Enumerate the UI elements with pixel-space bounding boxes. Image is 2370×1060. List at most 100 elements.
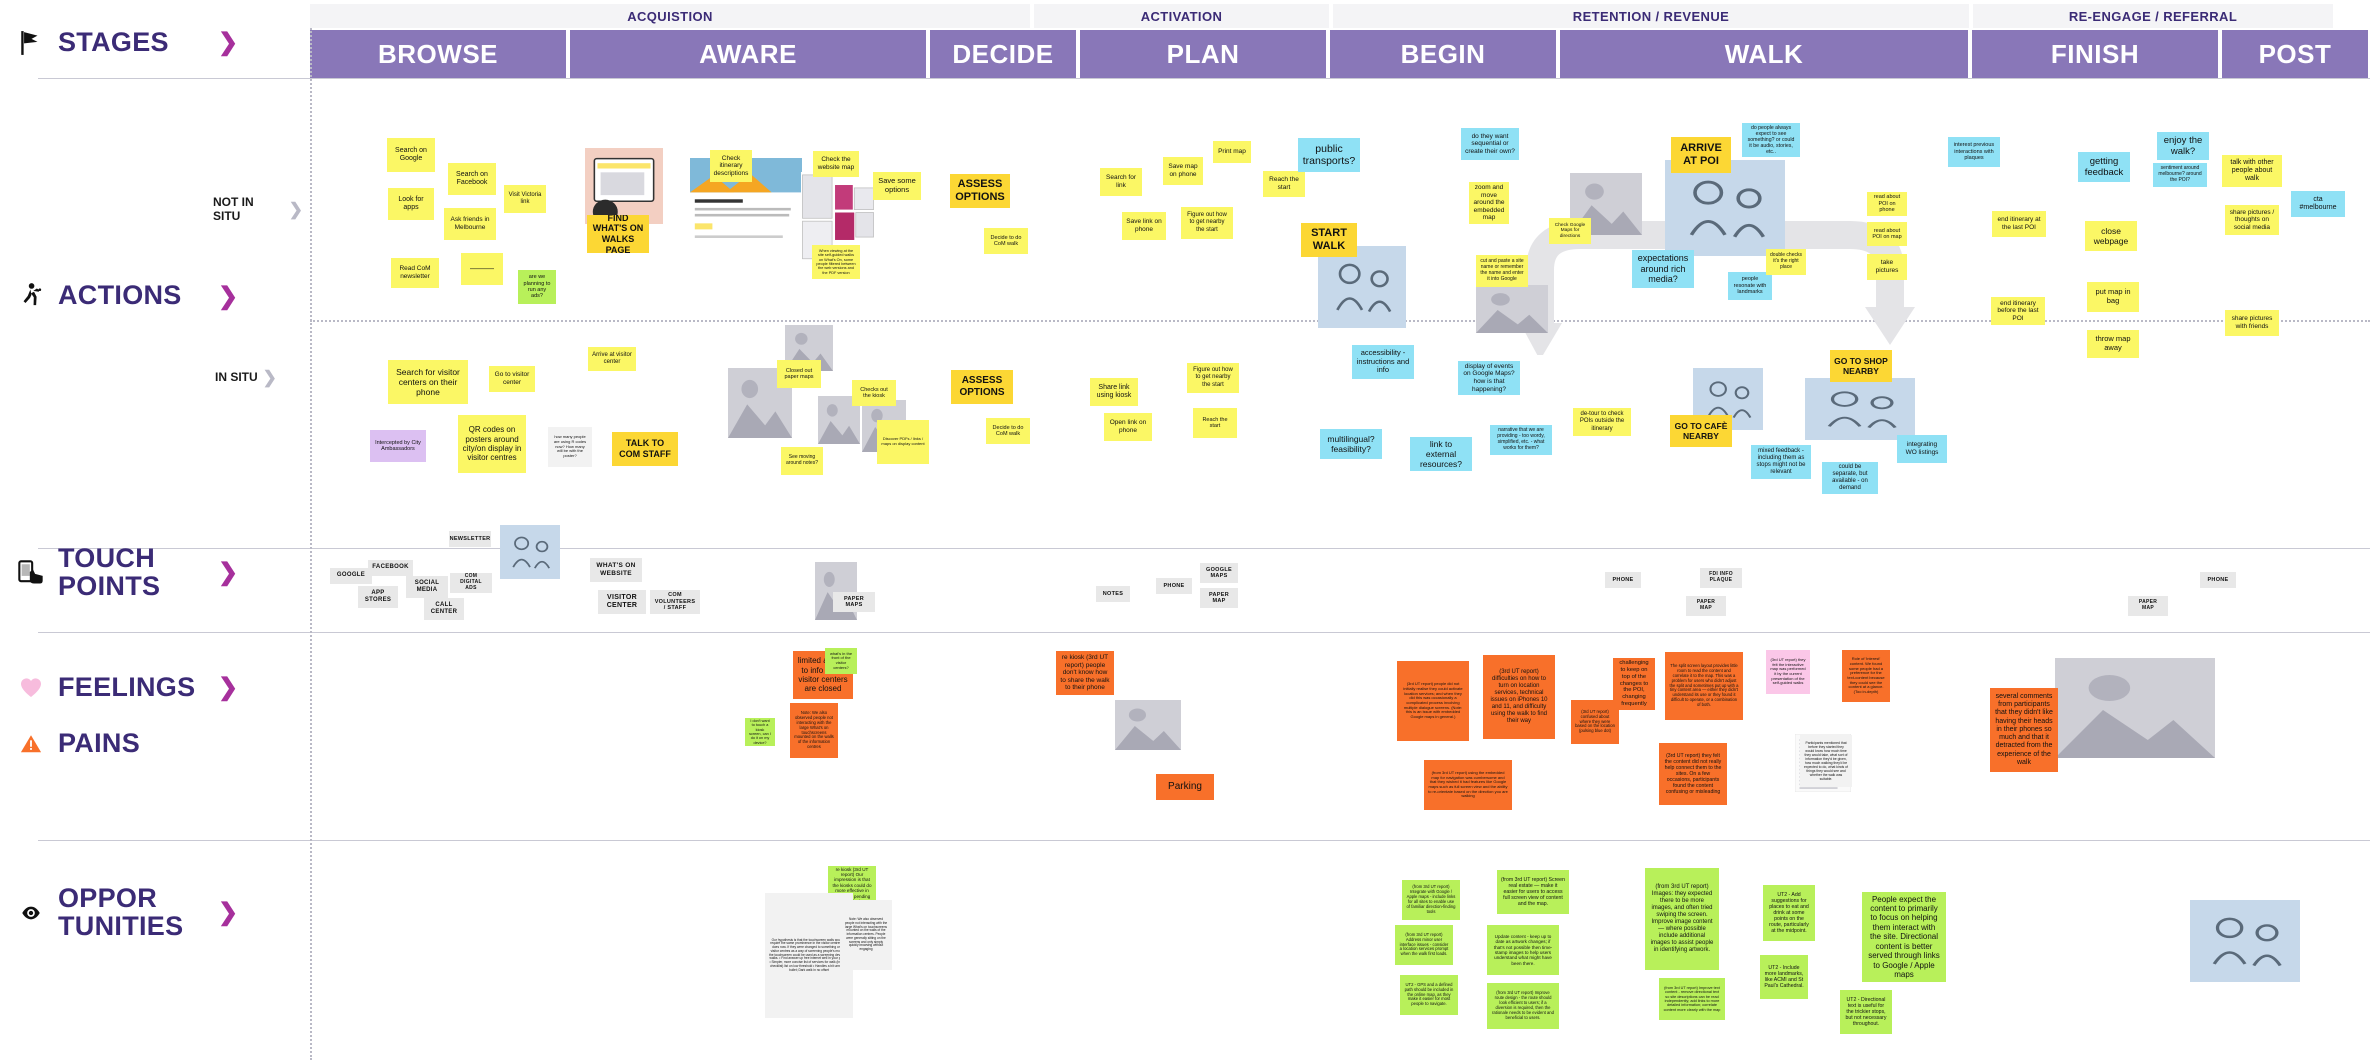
sticky-note[interactable]: Share link using kiosk: [1090, 378, 1138, 406]
sticky-note[interactable]: PHONE: [2200, 572, 2236, 588]
sticky-note[interactable]: (from 3rd UT report) Screen real estate …: [1497, 870, 1569, 914]
sticky-note[interactable]: (3rd UT report) difficulties on how to t…: [1483, 655, 1555, 739]
stage-header-post[interactable]: POST: [2222, 30, 2370, 78]
sticky-note[interactable]: Participants mentioned that before they …: [1800, 735, 1852, 787]
sticky-note[interactable]: PAPER MAP: [1200, 588, 1238, 608]
sticky-note[interactable]: GO TO CAFÈ NEARBY: [1670, 415, 1732, 447]
sticky-note[interactable]: UT2 - Directional text is useful for the…: [1840, 990, 1892, 1034]
sticky-note[interactable]: Search for link: [1100, 168, 1142, 196]
sticky-note[interactable]: (from 3rd UT report) Integrate with Goog…: [1402, 880, 1460, 920]
sticky-note[interactable]: Decide to do CoM walk: [984, 228, 1028, 254]
sticky-note[interactable]: Update content - keep up to date as artw…: [1487, 925, 1559, 975]
sticky-note[interactable]: end itinerary before the last POI: [1991, 297, 2045, 325]
sticky-note[interactable]: sentiment around melbourne? around the P…: [2153, 163, 2207, 187]
row-label-feelings[interactable]: FEELINGS❯: [14, 673, 299, 702]
sticky-note[interactable]: double checks it's the right place: [1766, 249, 1806, 275]
stage-header-aware[interactable]: AWARE: [570, 30, 928, 78]
sticky-note[interactable]: limited access to info when visitor cent…: [793, 651, 853, 699]
sticky-note[interactable]: share pictures with friends: [2225, 310, 2279, 336]
sticky-note[interactable]: START WALK: [1301, 223, 1357, 257]
sticky-note[interactable]: Figure out how to get nearby the start: [1187, 363, 1239, 393]
sticky-note[interactable]: When viewing at the site self-guided wal…: [812, 245, 860, 279]
sticky-note[interactable]: integrating WO listings: [1897, 435, 1947, 463]
sticky-note[interactable]: Check Google Maps for directions: [1549, 218, 1591, 244]
sticky-note[interactable]: mixed feedback - including them as stops…: [1751, 445, 1811, 479]
sticky-note[interactable]: Closed out paper maps: [777, 360, 821, 388]
sticky-note[interactable]: (from 3rd UT report) Improve text conten…: [1659, 978, 1725, 1020]
sticky-note[interactable]: The split screen layout provides little …: [1665, 652, 1743, 720]
sticky-note[interactable]: (3rd UT report) they felt the content di…: [1659, 743, 1727, 805]
sticky-note[interactable]: UT2 - GPS and a defined path should be i…: [1400, 975, 1458, 1015]
sticky-note[interactable]: GOOGLE: [330, 568, 372, 584]
sticky-note[interactable]: PAPER MAP: [2128, 596, 2168, 616]
sticky-note[interactable]: Arrive at visitor center: [588, 347, 636, 371]
sticky-note[interactable]: Go to visitor center: [489, 366, 535, 392]
chevron-right-icon[interactable]: ❯: [218, 899, 239, 927]
sticky-note[interactable]: do people always expect to see something…: [1742, 123, 1800, 157]
sticky-note[interactable]: Search for visitor centers on their phon…: [388, 360, 468, 404]
sticky-note[interactable]: read about POI on map: [1867, 222, 1907, 246]
sticky-note[interactable]: (from 3rd UT report) Images: they expect…: [1645, 868, 1719, 970]
sticky-note[interactable]: close webpage: [2085, 221, 2137, 251]
row-label-opportunities[interactable]: OPPOR TUNITIES❯: [14, 884, 299, 940]
sticky-note[interactable]: PAPER MAP: [1686, 596, 1726, 616]
sticky-note[interactable]: UT2 - Add suggestions for places to eat …: [1763, 885, 1815, 941]
sticky-note[interactable]: Look for apps: [388, 188, 434, 220]
sticky-note[interactable]: TALK TO COM STAFF: [612, 432, 678, 466]
row-label-stages[interactable]: STAGES❯: [14, 28, 299, 57]
sticky-note[interactable]: People expect the content to primarily t…: [1862, 892, 1946, 982]
sticky-note[interactable]: ASSESS OPTIONS: [950, 174, 1010, 208]
sticky-note[interactable]: ARRIVE AT POI: [1671, 137, 1731, 173]
row-label-actions[interactable]: ACTIONS❯: [14, 280, 299, 312]
sticky-note[interactable]: ASSESS OPTIONS: [951, 370, 1013, 404]
stage-header-decide[interactable]: DECIDE: [930, 30, 1078, 78]
sticky-note[interactable]: ———: [461, 253, 503, 285]
sticky-note[interactable]: end itinerary at the last POI: [1992, 211, 2046, 237]
sticky-note[interactable]: WHAT'S ON WEBSITE: [590, 558, 642, 582]
sticky-note[interactable]: Ask friends in Melbourne: [444, 208, 496, 240]
sticky-note[interactable]: display of events on Google Maps? how is…: [1458, 361, 1520, 395]
sticky-note[interactable]: how many people are using R codes now? H…: [548, 427, 592, 467]
sticky-note[interactable]: do they want sequential or create their …: [1461, 128, 1519, 160]
sticky-note[interactable]: Our hypothesis is that the touchscreen w…: [765, 893, 853, 1018]
sticky-note[interactable]: several comments from participants that …: [1990, 688, 2058, 772]
sticky-note[interactable]: share pictures / thoughts on social medi…: [2225, 205, 2279, 235]
sticky-note[interactable]: take pictures: [1867, 254, 1907, 280]
sticky-note[interactable]: (from 3rd UT report) Improve route desig…: [1487, 983, 1559, 1029]
sticky-note[interactable]: Reach the start: [1193, 408, 1237, 438]
sticky-note[interactable]: re kiosk (3rd UT report) people don't kn…: [1056, 651, 1114, 695]
sticky-note[interactable]: Check itinerary descriptions: [710, 150, 752, 182]
sticky-note[interactable]: cut and paste a site name or remember th…: [1476, 255, 1528, 287]
sticky-note[interactable]: QR codes on posters around city/on displ…: [458, 415, 526, 473]
sticky-note[interactable]: FACEBOOK: [368, 560, 413, 576]
sticky-note[interactable]: Note: We also observed people not intera…: [790, 703, 838, 758]
sticky-note[interactable]: people resonate with landmarks: [1728, 272, 1772, 300]
sticky-note[interactable]: interest previous interactions with plaq…: [1948, 137, 2000, 167]
sticky-note[interactable]: GOOGLE MAPS: [1200, 563, 1238, 583]
sticky-note[interactable]: read about POI on phone: [1867, 192, 1907, 216]
sticky-note[interactable]: Save link on phone: [1122, 212, 1166, 240]
sticky-note[interactable]: I don't want to touch a kiosk screen, ca…: [745, 718, 775, 746]
sticky-note[interactable]: Check the website map: [813, 151, 859, 177]
sticky-note[interactable]: public transports?: [1298, 138, 1360, 172]
sticky-note[interactable]: COM VOLUNTEERS / STAFF: [650, 590, 700, 614]
sticky-note[interactable]: APP STORES: [358, 586, 398, 608]
stage-header-begin[interactable]: BEGIN: [1330, 30, 1558, 78]
sticky-note[interactable]: Note: We also observed people not intera…: [840, 900, 892, 970]
sticky-note[interactable]: cta #melbourne: [2291, 191, 2345, 217]
sticky-note[interactable]: (from 3rd UT report) using the embedded …: [1424, 760, 1512, 810]
sticky-note[interactable]: FDI INFO PLAQUE: [1700, 568, 1742, 588]
sticky-note[interactable]: enjoy the walk?: [2157, 132, 2209, 160]
sticky-note[interactable]: Checks out the kiosk: [852, 380, 896, 406]
chevron-right-icon[interactable]: ❯: [218, 674, 239, 701]
sticky-note[interactable]: expectations around rich media?: [1632, 250, 1694, 288]
sticky-note[interactable]: PHONE: [1605, 572, 1641, 588]
sticky-note[interactable]: are we planning to run any ads?: [518, 270, 556, 304]
sticky-note[interactable]: throw map away: [2087, 330, 2139, 358]
sticky-note[interactable]: Search on Google: [387, 138, 435, 172]
sticky-note[interactable]: what's in the front of the visitor cente…: [825, 648, 857, 674]
sticky-note[interactable]: Print map: [1213, 141, 1251, 163]
sticky-note[interactable]: Read CoM newsletter: [391, 258, 439, 288]
sticky-note[interactable]: Open link on phone: [1104, 413, 1152, 441]
chevron-right-icon[interactable]: ❯: [218, 29, 239, 56]
